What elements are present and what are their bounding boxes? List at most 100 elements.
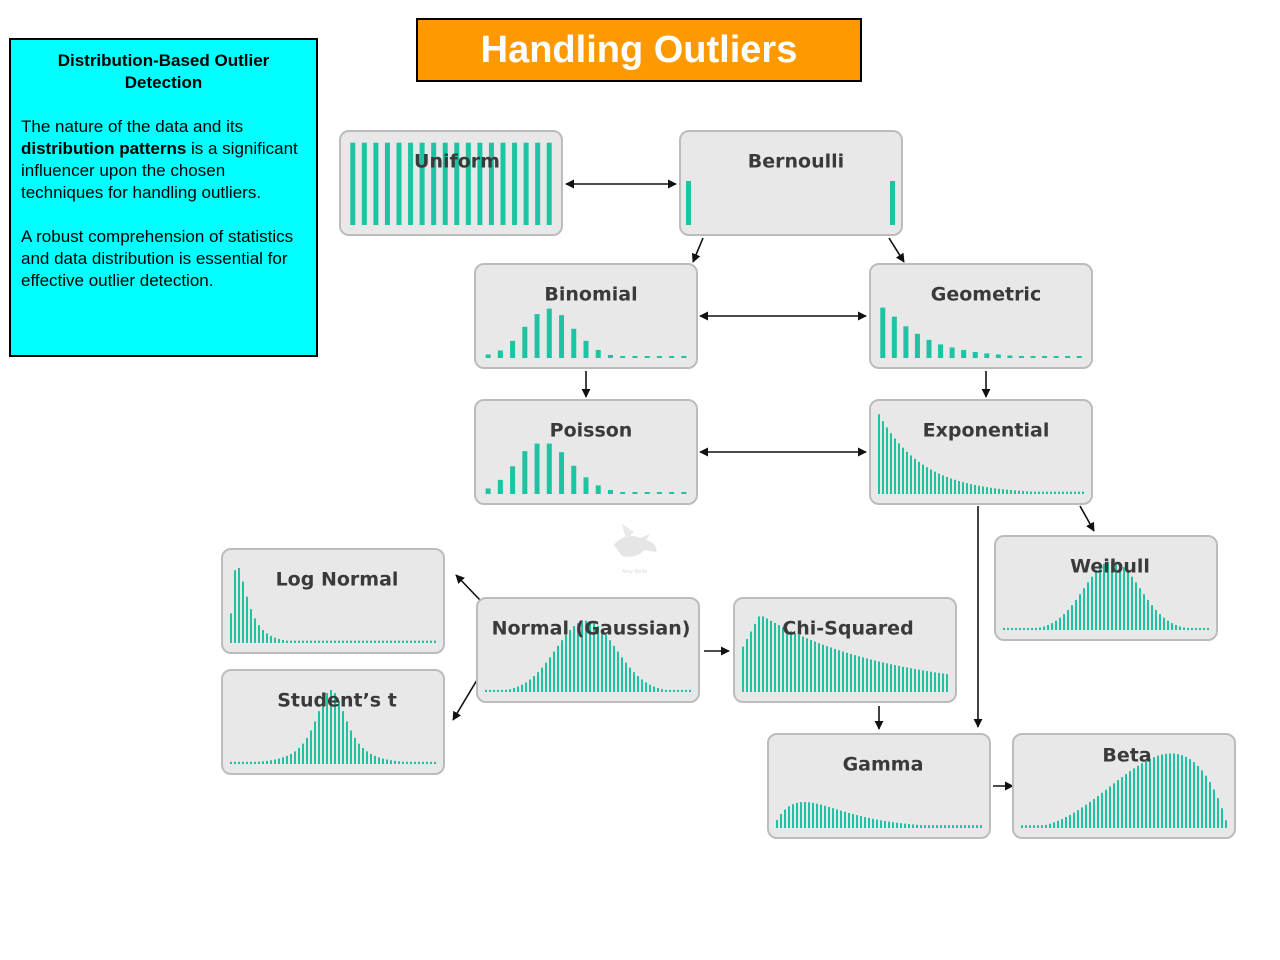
bar: [1037, 825, 1039, 828]
svg-text:Amy Belle: Amy Belle: [622, 569, 647, 575]
bar: [1015, 627, 1017, 630]
bar: [522, 326, 528, 358]
bar: [546, 308, 552, 358]
bar: [386, 759, 388, 764]
bar: [553, 651, 555, 692]
bar: [1026, 491, 1028, 494]
bar: [770, 620, 772, 692]
bar: [1071, 605, 1073, 630]
bar: [677, 689, 679, 692]
bar: [286, 755, 288, 764]
bar: [559, 315, 565, 358]
info-paragraph-1: The nature of the data and its distribut…: [21, 116, 306, 204]
bar: [816, 803, 818, 828]
bar: [1031, 627, 1033, 630]
bar: [950, 478, 952, 494]
bar: [962, 482, 964, 494]
card-label-log-normal: Log Normal: [276, 569, 399, 591]
bar: [246, 761, 248, 764]
bar: [1213, 789, 1215, 828]
bar: [617, 651, 619, 692]
bar: [1165, 753, 1167, 828]
bar: [390, 640, 392, 643]
bar: [326, 693, 328, 764]
bar: [890, 181, 895, 225]
bar: [342, 640, 344, 643]
bar: [500, 142, 506, 225]
bar: [1203, 627, 1205, 630]
bar: [274, 637, 276, 643]
bar: [1011, 627, 1013, 630]
bar: [1030, 491, 1032, 494]
bar: [1014, 490, 1016, 494]
bar: [936, 825, 938, 828]
bar: [597, 626, 599, 692]
bar: [593, 623, 595, 692]
bar: [512, 142, 518, 225]
bar: [880, 820, 882, 828]
bar: [1070, 491, 1072, 494]
arrows-layer: [452, 179, 1095, 791]
card-bg: [474, 263, 698, 369]
bar: [230, 761, 232, 764]
bar: [1029, 825, 1031, 828]
bar: [465, 142, 471, 225]
bar: [645, 682, 647, 692]
histogram-gamma: [776, 802, 982, 828]
info-heading: Distribution-Based Outlier Detection: [57, 51, 270, 92]
bar: [934, 471, 936, 494]
bar: [903, 326, 909, 358]
bar: [1143, 594, 1145, 630]
bar: [1155, 609, 1157, 630]
card-chi-squared: Chi-Squared: [733, 597, 957, 703]
bar: [632, 356, 638, 358]
bar: [250, 609, 252, 643]
bar: [589, 621, 591, 692]
card-label-normal: Normal (Gaussian): [492, 618, 691, 640]
bar: [1062, 491, 1064, 494]
bar: [354, 737, 356, 764]
card-bg: [221, 669, 445, 775]
bar: [1057, 820, 1059, 828]
bar: [501, 689, 503, 692]
bar: [1163, 617, 1165, 630]
bar: [900, 823, 902, 828]
bar: [1095, 571, 1097, 630]
info-text-1-bold: distribution patterns: [21, 139, 187, 158]
bar: [1103, 563, 1105, 630]
bar: [488, 142, 494, 225]
bar: [262, 761, 264, 764]
bar: [856, 815, 858, 828]
bar: [1107, 561, 1109, 630]
bar: [569, 630, 571, 692]
bar: [914, 458, 916, 494]
bar: [322, 700, 324, 764]
card-label-binomial: Binomial: [544, 284, 637, 306]
bar: [286, 640, 288, 643]
bar: [972, 825, 974, 828]
bar: [390, 760, 392, 764]
bar: [1145, 760, 1147, 828]
bar: [1085, 804, 1087, 828]
arrow-bernoulli-to-binomial: [691, 237, 704, 263]
bar: [1199, 627, 1201, 630]
bar: [928, 825, 930, 828]
bar: [808, 802, 810, 828]
bar: [537, 672, 539, 692]
bar: [517, 686, 519, 692]
bar: [633, 672, 635, 692]
bar: [852, 814, 854, 828]
bar: [402, 640, 404, 643]
bar: [605, 634, 607, 692]
card-label-students-t: Student’s t: [277, 690, 397, 712]
bar: [1169, 753, 1171, 828]
card-label-bernoulli: Bernoulli: [748, 151, 844, 173]
bar: [1157, 755, 1159, 828]
bar: [418, 640, 420, 643]
bar: [414, 761, 416, 764]
bar: [878, 661, 880, 692]
bar: [234, 570, 236, 643]
bar: [613, 645, 615, 692]
bar: [442, 142, 448, 225]
bar: [254, 761, 256, 764]
